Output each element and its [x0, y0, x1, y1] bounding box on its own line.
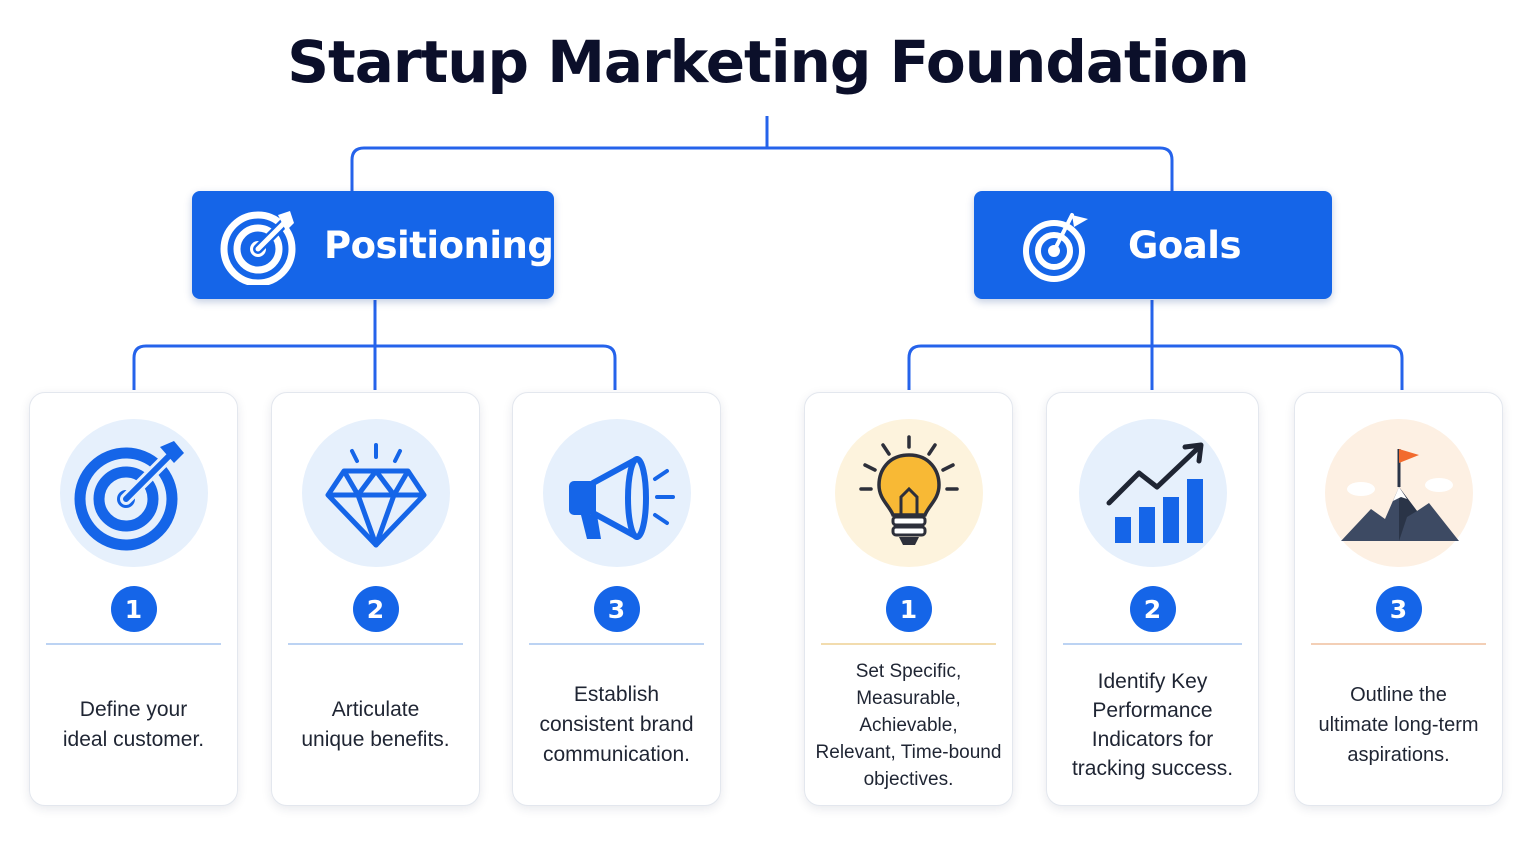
card-kpi-tracking: 2 Identify Key Performance Indicators fo… [1046, 392, 1259, 806]
step-number: 1 [110, 586, 157, 632]
card-text: Identify Key Performance Indicators for … [1071, 670, 1234, 780]
target-arrow-icon [220, 205, 300, 285]
divider [46, 643, 221, 645]
card-long-term-aspirations: 3 Outline the ultimate long-term aspirat… [1294, 392, 1503, 806]
connector-positioning-branch [132, 344, 617, 390]
step-number: 2 [352, 586, 399, 632]
growth-chart-icon [1078, 419, 1227, 567]
diagram-title: Startup Marketing Foundation [287, 28, 1249, 96]
category-label: Goals [1128, 223, 1241, 267]
lightbulb-icon [834, 419, 983, 567]
divider [288, 643, 463, 645]
card-text: Outline the ultimate long-term aspiratio… [1318, 684, 1479, 766]
card-define-ideal-customer: 1 Define your ideal customer. [29, 392, 238, 806]
step-number: 3 [1375, 586, 1422, 632]
card-articulate-benefits: 2 Articulate unique benefits. [271, 392, 480, 806]
step-number: 1 [885, 586, 932, 632]
card-brand-communication: 3 Establish consistent brand communicati… [512, 392, 721, 806]
divider [1311, 643, 1486, 645]
divider [1063, 643, 1242, 645]
category-positioning: Positioning [192, 191, 554, 299]
category-goals: Goals [974, 191, 1332, 299]
card-smart-objectives: 1 Set Specific, Measurable, Achievable, … [804, 392, 1013, 806]
mountain-flag-icon [1324, 419, 1473, 567]
card-text: Establish consistent brand communication… [539, 683, 694, 766]
connector-goals-branch [907, 344, 1404, 390]
connector-root-branch [350, 146, 1174, 191]
target-flag-icon [1018, 205, 1098, 285]
divider [821, 643, 996, 645]
category-label: Positioning [324, 223, 554, 267]
card-text: Set Specific, Measurable, Achievable, Re… [815, 660, 1002, 790]
step-number: 2 [1129, 586, 1176, 632]
step-number: 3 [593, 586, 640, 632]
diamond-icon [301, 419, 450, 567]
card-text: Define your ideal customer. [62, 698, 205, 751]
target-icon [59, 419, 208, 567]
megaphone-icon [542, 419, 691, 567]
divider [529, 643, 704, 645]
card-text: Articulate unique benefits. [301, 698, 450, 751]
